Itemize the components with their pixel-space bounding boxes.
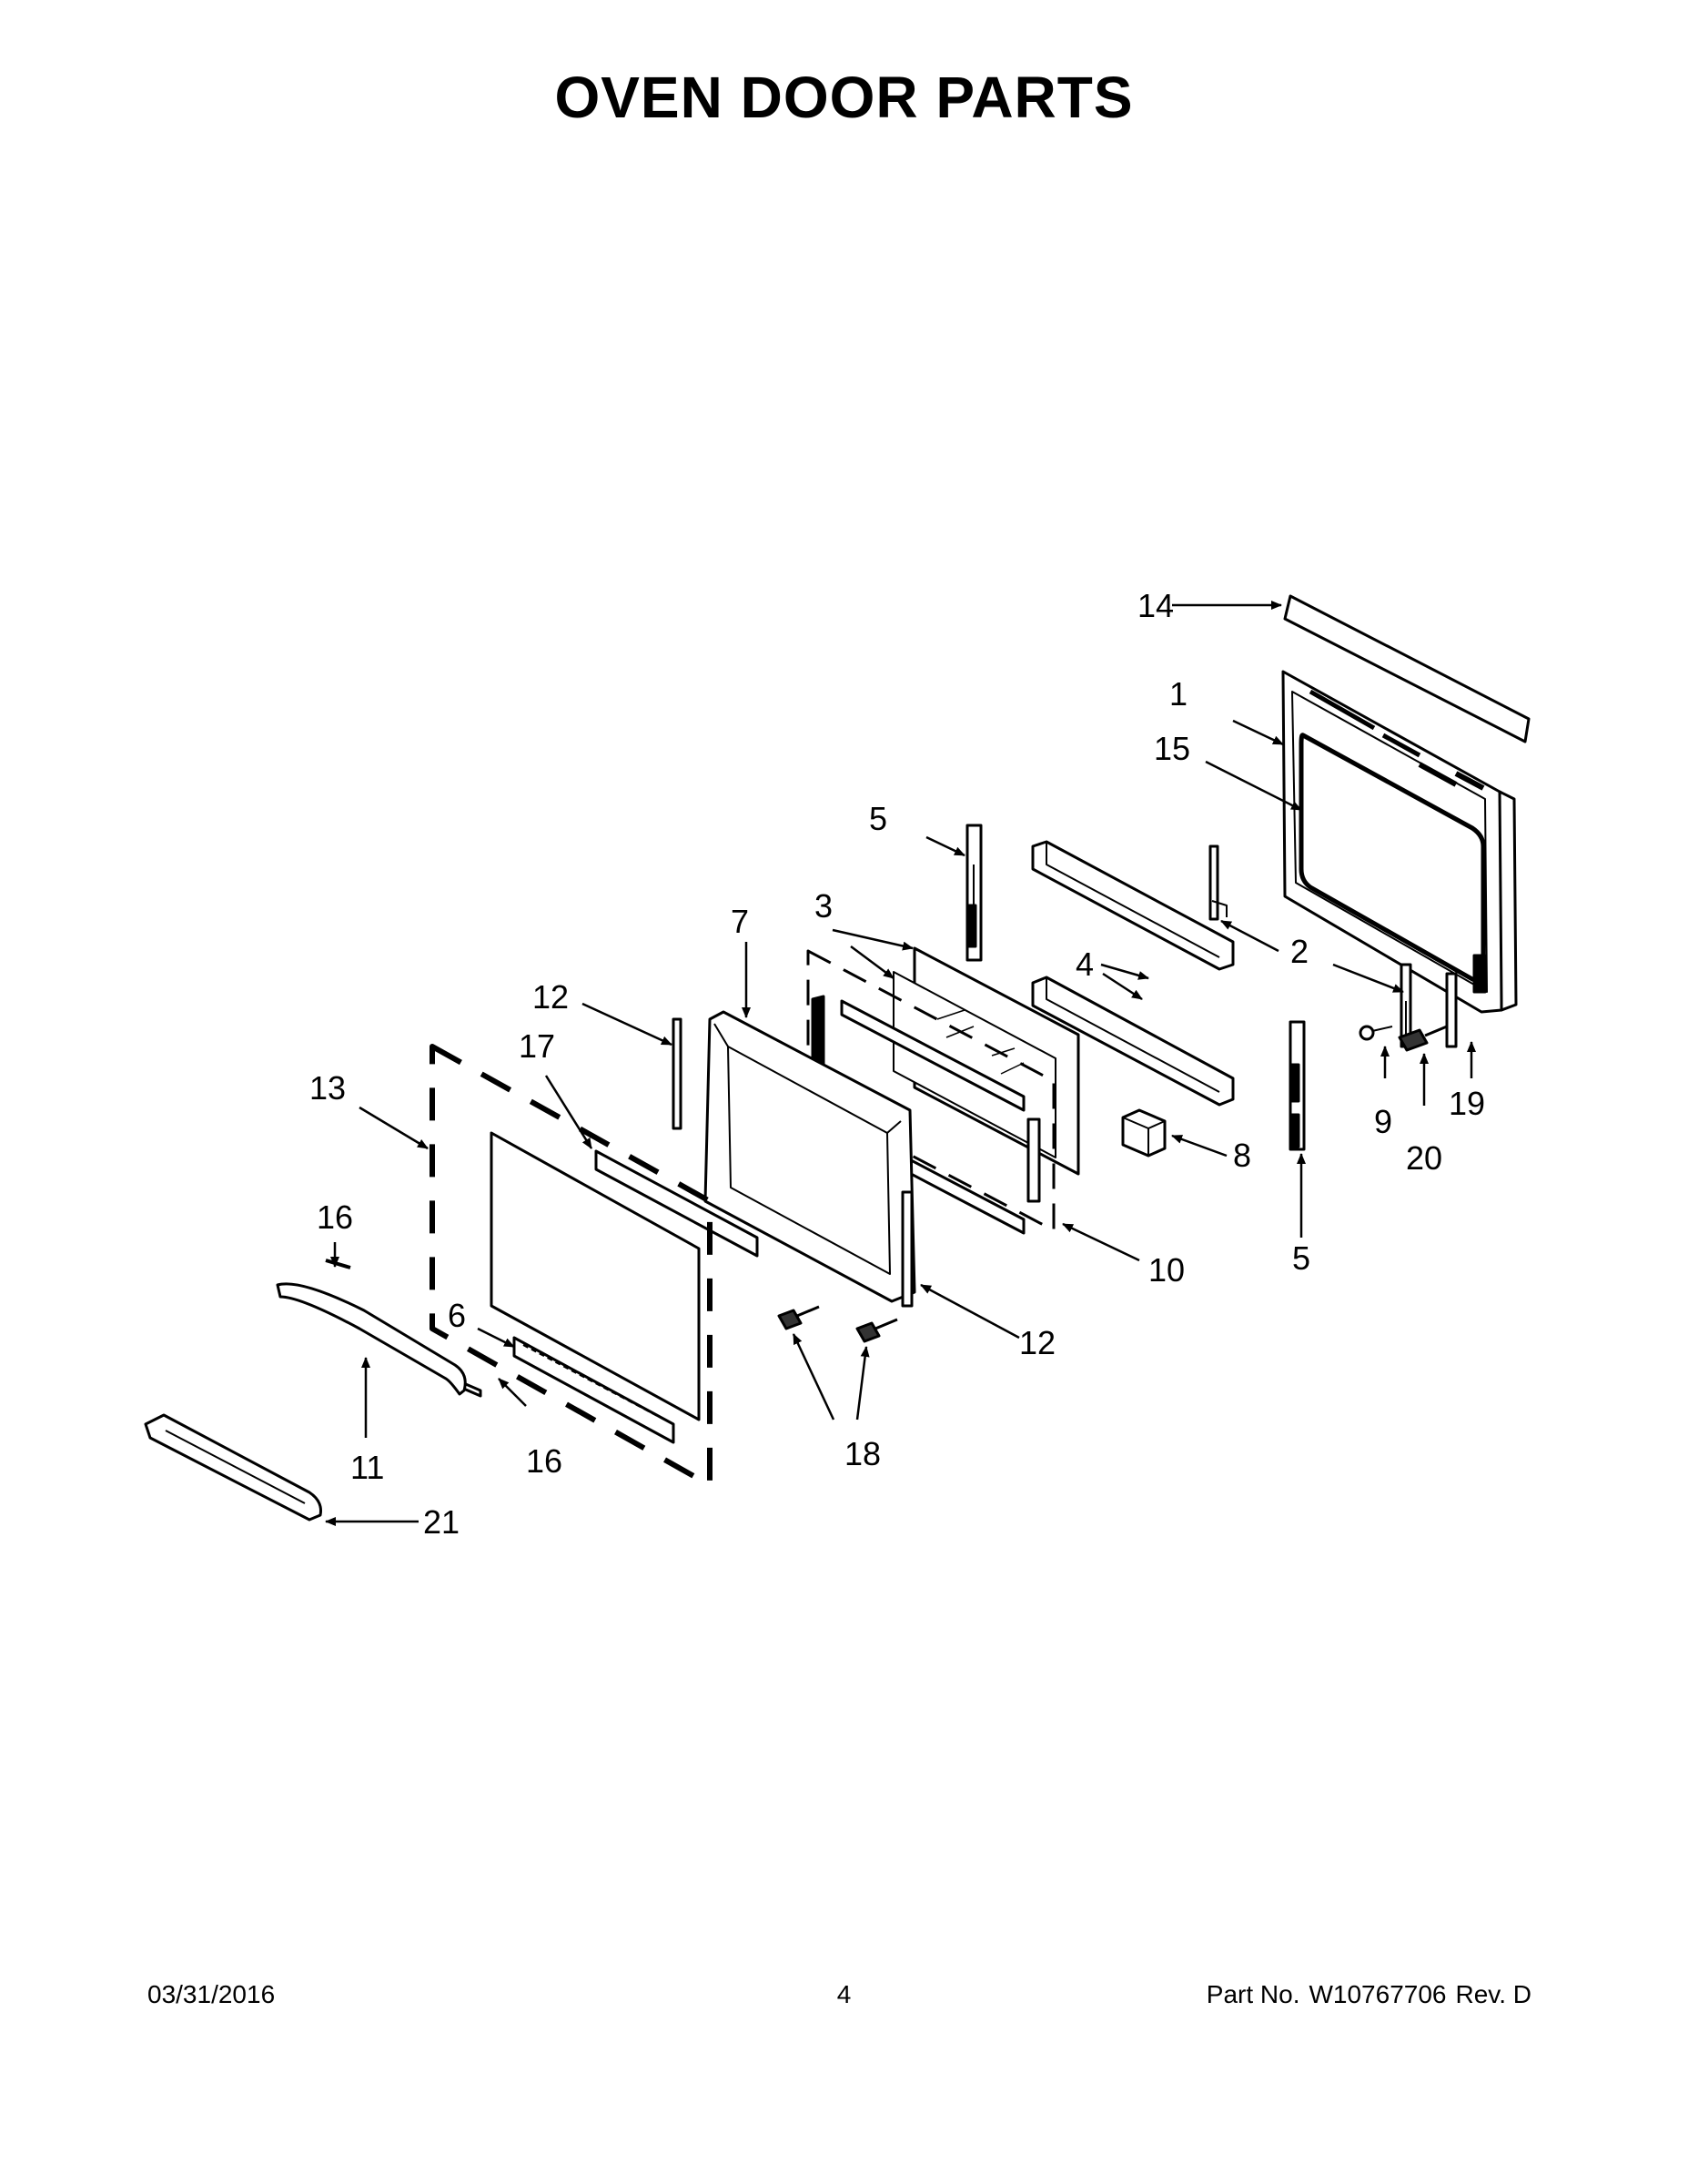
callout-9: 9 xyxy=(1374,1103,1392,1140)
part-4-door-channel-upper xyxy=(1031,840,1235,971)
part-21-door-handle xyxy=(144,1413,322,1522)
callout-10: 10 xyxy=(1148,1251,1185,1289)
callout-2: 2 xyxy=(1290,933,1309,970)
callout-8: 8 xyxy=(1233,1137,1251,1174)
part-17-door-vent xyxy=(594,1149,759,1258)
part-13-outer-door-glass xyxy=(430,1044,713,1488)
callout-15: 15 xyxy=(1154,730,1190,767)
callout-1: 1 xyxy=(1169,675,1188,713)
callout-16-upper: 16 xyxy=(317,1198,353,1236)
callout-5-lower: 5 xyxy=(1292,1239,1310,1277)
callout-19: 19 xyxy=(1449,1085,1485,1122)
part-15-door-gasket xyxy=(1299,733,1486,983)
callout-20: 20 xyxy=(1406,1139,1442,1177)
footer-date: 03/31/2016 xyxy=(147,1980,276,2008)
part-18-screw-right xyxy=(855,1318,898,1343)
part-12-side-trim-left xyxy=(672,1017,682,1130)
part-4-door-channel-lower xyxy=(1031,976,1235,1107)
callout-14: 14 xyxy=(1137,587,1174,624)
callout-17: 17 xyxy=(519,1027,555,1065)
part-16-spacer-upper xyxy=(325,1259,351,1269)
part-20-hinge-screw xyxy=(1398,1025,1448,1052)
part-6-lower-vent xyxy=(512,1336,675,1444)
part-1-inner-door-panel xyxy=(1281,670,1518,1014)
revision: Rev. D xyxy=(1455,1980,1532,2008)
callout-11: 11 xyxy=(350,1449,384,1486)
part-2-hinge-upper xyxy=(1208,844,1228,921)
part-5-hinge-receptacle-lower xyxy=(1289,1020,1306,1151)
callout-5-upper: 5 xyxy=(869,800,887,837)
part-number-label: Part No. xyxy=(1206,1980,1300,2008)
page-title: OVEN DOOR PARTS xyxy=(554,65,1134,130)
footer-page-number: 4 xyxy=(836,1980,852,2008)
callout-3: 3 xyxy=(814,887,833,925)
part-9-screw xyxy=(1359,1025,1393,1041)
part-5-hinge-receptacle-upper xyxy=(965,824,983,962)
callout-12-right: 12 xyxy=(1019,1324,1056,1361)
part-19-hinge-bracket xyxy=(1445,972,1458,1048)
callout-12-left: 12 xyxy=(532,978,569,1016)
callout-7: 7 xyxy=(731,903,749,940)
part-11-handle-trim xyxy=(276,1282,467,1396)
part-14-vent-trim xyxy=(1283,594,1531,743)
part-8-clip-block xyxy=(1121,1108,1167,1158)
callout-4: 4 xyxy=(1076,945,1094,983)
callout-21: 21 xyxy=(423,1503,460,1541)
callout-18: 18 xyxy=(844,1435,881,1472)
callout-16-lower: 16 xyxy=(526,1442,562,1480)
part-number: W10767706 xyxy=(1309,1980,1447,2008)
callout-6: 6 xyxy=(448,1297,466,1334)
part-18-screw-left xyxy=(777,1305,820,1330)
callout-13: 13 xyxy=(309,1069,346,1107)
footer-part-info: Part No. W10767706 Rev. D xyxy=(1198,1980,1531,2009)
part-7-door-liner xyxy=(703,1010,916,1303)
part-12-side-trim-right xyxy=(901,1190,914,1308)
